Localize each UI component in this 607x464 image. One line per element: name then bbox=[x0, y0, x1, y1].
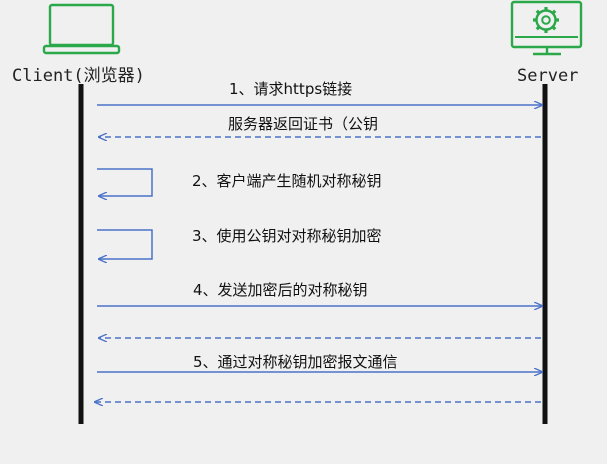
message-certificate: 服务器返回证书（公钥 bbox=[99, 115, 541, 137]
self-message-3: 3、使用公钥对对称秘钥加密 bbox=[97, 227, 382, 259]
server-gear-icon bbox=[510, 0, 583, 56]
self-message-2: 2、客户端产生随机对称秘钥 bbox=[97, 168, 382, 196]
server-label: Server bbox=[517, 66, 578, 86]
message-4: 4、发送加密后的对称秘钥 bbox=[97, 281, 542, 306]
message-1: 1、请求https链接 bbox=[97, 80, 542, 105]
laptop-icon bbox=[42, 3, 121, 55]
message-label: 2、客户端产生随机对称秘钥 bbox=[192, 172, 382, 190]
message-label: 4、发送加密后的对称秘钥 bbox=[193, 281, 368, 299]
client-label: Client(浏览器) bbox=[12, 66, 145, 86]
message-label: 服务器返回证书（公钥 bbox=[228, 115, 378, 133]
message-label: 3、使用公钥对对称秘钥加密 bbox=[192, 227, 382, 245]
message-label: 1、请求https链接 bbox=[229, 80, 352, 98]
message-5: 5、通过对称秘钥加密报文通信 bbox=[97, 353, 542, 372]
message-label: 5、通过对称秘钥加密报文通信 bbox=[193, 353, 398, 371]
gear-icon bbox=[533, 7, 559, 33]
